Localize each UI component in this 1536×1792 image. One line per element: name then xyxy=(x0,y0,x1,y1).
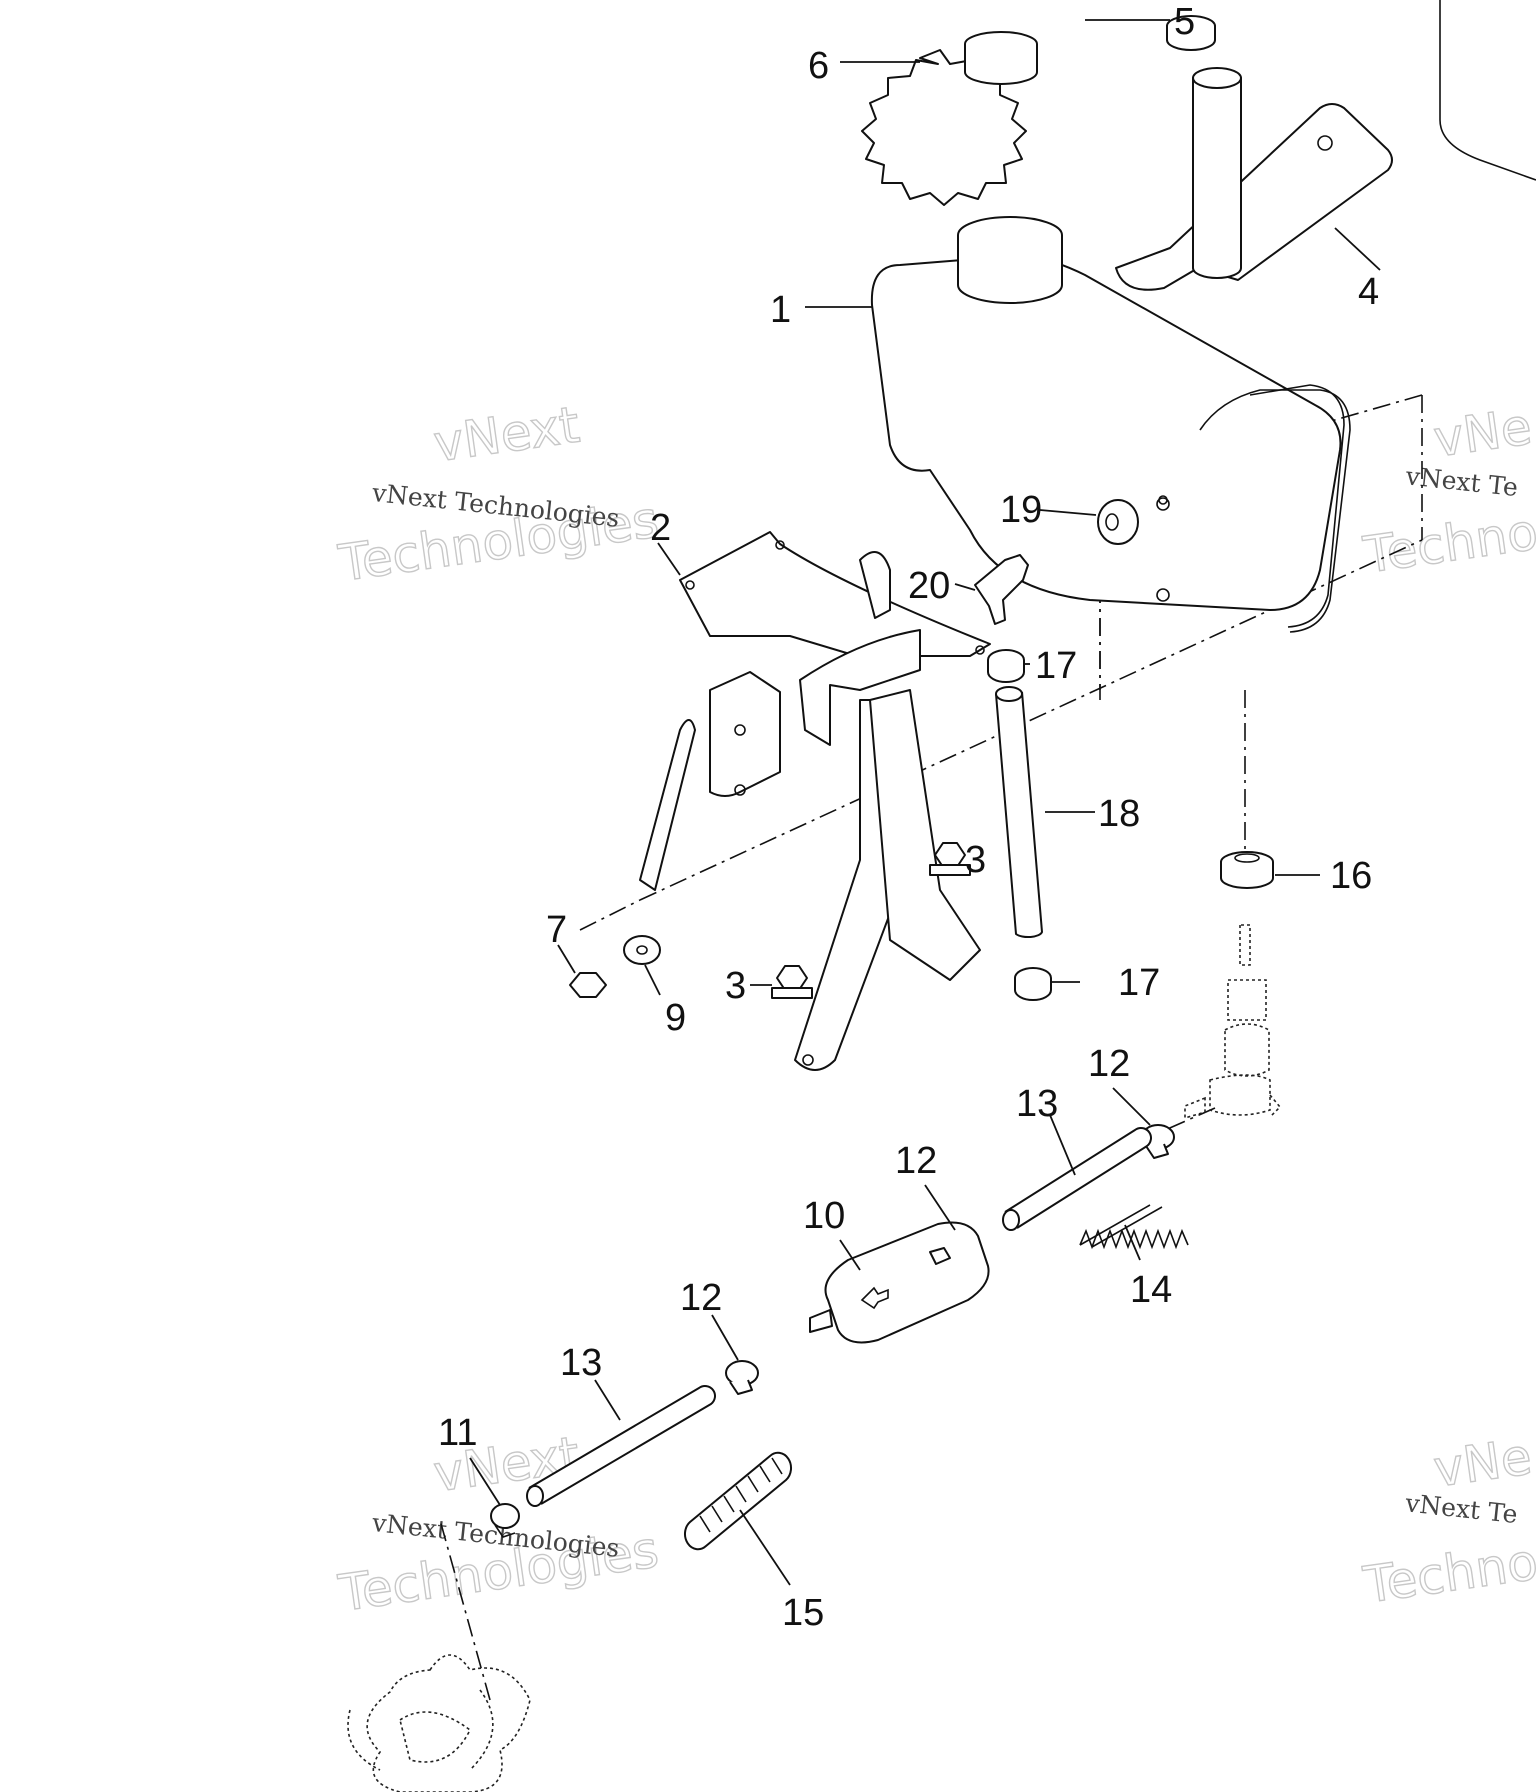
hex-nut xyxy=(569,972,607,998)
callout-2: 2 xyxy=(650,507,671,549)
tank-support-bracket xyxy=(639,531,991,1071)
leader-lines xyxy=(469,19,1381,1586)
svg-text:vNe: vNe xyxy=(1430,1427,1535,1498)
fuel-hose-upper xyxy=(1002,1127,1152,1231)
callout-17-upper: 17 xyxy=(1035,645,1077,687)
callout-13-a: 13 xyxy=(1016,1083,1058,1125)
callout-19: 19 xyxy=(1000,489,1042,531)
callout-18: 18 xyxy=(1098,793,1140,835)
callout-3-lower: 3 xyxy=(725,965,746,1007)
callout-1: 1 xyxy=(770,289,791,331)
plug xyxy=(1166,15,1216,51)
fuel-tank xyxy=(870,216,1351,633)
flange-nut-lower xyxy=(771,965,813,999)
callout-6: 6 xyxy=(808,45,829,87)
svg-text:Techno: Techno xyxy=(1360,503,1536,585)
carburetor-phantom xyxy=(347,1654,531,1792)
callout-5: 5 xyxy=(1174,1,1195,43)
svg-text:vNext Te: vNext Te xyxy=(1404,461,1520,502)
hose-clamp-upper xyxy=(987,649,1025,683)
callout-3-upper: 3 xyxy=(965,839,986,881)
hose-clamp-carb xyxy=(490,1503,520,1538)
svg-text:Techno: Techno xyxy=(1360,1533,1536,1615)
watermark-upper-right: vNe Techno vNext Te xyxy=(1359,397,1536,585)
fuel-filter xyxy=(809,1221,990,1344)
flange-nut-upper xyxy=(929,842,971,876)
fuel-cap xyxy=(861,31,1038,206)
callout-9: 9 xyxy=(665,997,686,1039)
elbow-fitting xyxy=(974,554,1029,625)
callout-17-lower: 17 xyxy=(1118,962,1160,1004)
hose-clamp-c xyxy=(725,1360,759,1395)
callout-20: 20 xyxy=(908,565,950,607)
spring-sleeve xyxy=(684,1451,792,1551)
watermark-upper-left: vNext Technologies vNext Technologies xyxy=(334,395,663,594)
svg-text:vNext: vNext xyxy=(430,396,583,474)
washer xyxy=(623,935,661,965)
callout-12-b: 12 xyxy=(895,1140,937,1182)
callout-13-b: 13 xyxy=(560,1342,602,1384)
callout-7: 7 xyxy=(546,909,567,951)
shutoff-valve-phantom xyxy=(1184,924,1282,1120)
hose-clamp-lower xyxy=(1014,967,1052,1001)
callout-12-a: 12 xyxy=(1088,1043,1130,1085)
callout-10: 10 xyxy=(803,1195,845,1237)
callout-14: 14 xyxy=(1130,1269,1172,1311)
callout-16: 16 xyxy=(1330,855,1372,897)
callout-12-c: 12 xyxy=(680,1277,722,1319)
fuel-hose-lower xyxy=(526,1385,716,1507)
svg-text:vNe: vNe xyxy=(1430,397,1535,468)
watermark-lower-right: vNe Techno vNext Te xyxy=(1359,1427,1536,1615)
grommet xyxy=(1097,499,1139,545)
shutoff-grommet xyxy=(1220,851,1274,889)
callout-labels: 5 6 4 1 19 2 20 17 18 3 16 7 17 3 9 12 1… xyxy=(438,1,1379,1634)
fuel-hose-vertical xyxy=(995,686,1043,939)
filler-bracket xyxy=(1115,67,1393,291)
callout-11: 11 xyxy=(438,1412,477,1454)
svg-text:vNext Te: vNext Te xyxy=(1403,1488,1519,1529)
hose-spring xyxy=(1079,1204,1189,1250)
callout-15: 15 xyxy=(782,1592,824,1634)
adjacent-panel-edge xyxy=(1439,0,1536,181)
callout-4: 4 xyxy=(1358,271,1379,313)
